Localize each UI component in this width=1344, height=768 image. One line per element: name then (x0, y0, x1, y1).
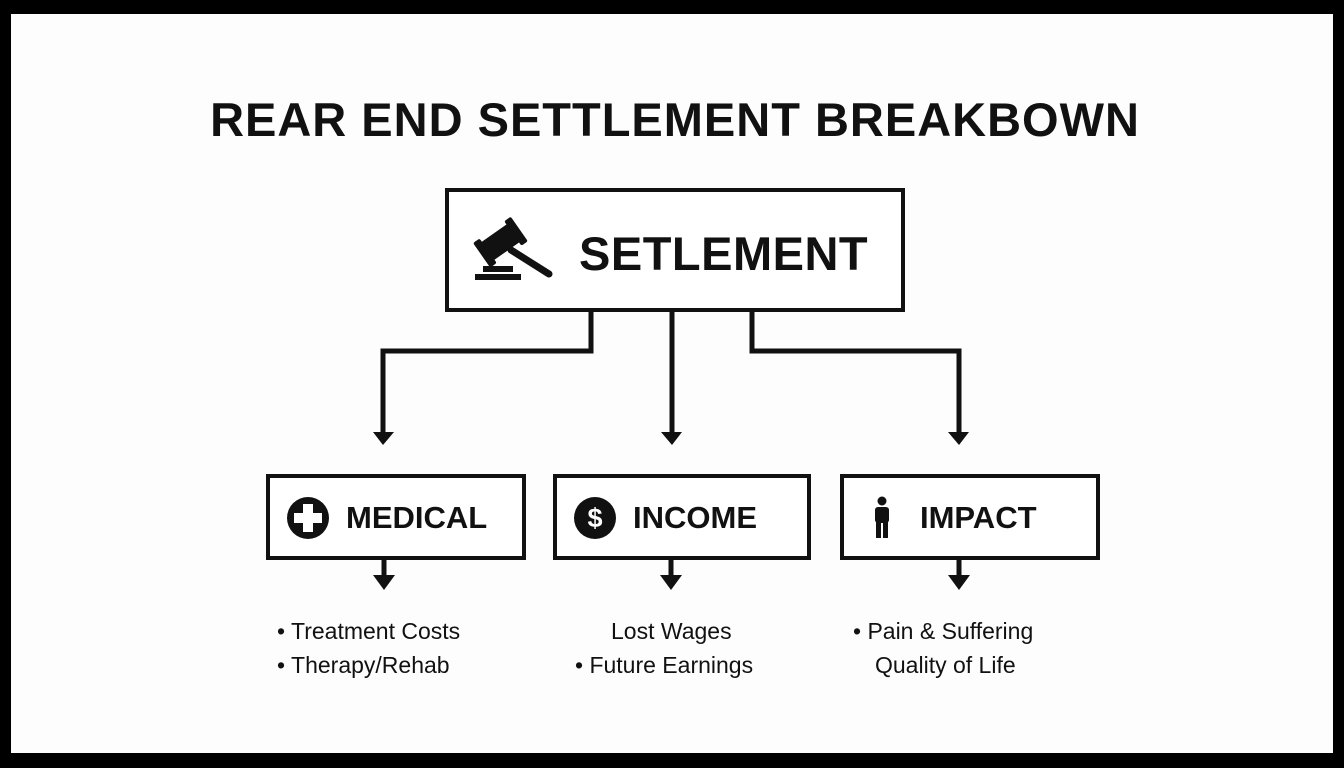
settlement-label: SETLEMENT (579, 227, 869, 280)
medical-node: MEDICAL (266, 474, 526, 560)
gavel-icon (471, 216, 561, 293)
list-item: • Future Earnings (575, 652, 754, 678)
arrowhead-income-items (660, 575, 682, 590)
list-item: • Treatment Costs (277, 618, 461, 644)
income-node: $ INCOME (553, 474, 811, 560)
arrowhead-medical-items (373, 575, 395, 590)
settlement-node: SETLEMENT (445, 188, 905, 312)
connector-lines (373, 298, 970, 590)
income-label: INCOME (633, 500, 757, 535)
diagram-title: REAR END SETTLEMENT BREAKBOWN (210, 93, 1140, 146)
list-item: Quality of Life (875, 652, 1016, 678)
dollar-icon: $ (573, 496, 617, 545)
list-item: Lost Wages (611, 618, 732, 644)
person-icon (860, 496, 904, 545)
arrowhead-impact-items (948, 575, 970, 590)
connector-root-impact (749, 298, 962, 434)
connector-root-medical (380, 298, 594, 434)
arrowhead-impact (948, 432, 969, 445)
medical-label: MEDICAL (346, 500, 488, 535)
arrowhead-income (661, 432, 682, 445)
svg-text:$: $ (587, 503, 602, 533)
impact-node: IMPACT (840, 474, 1100, 560)
diagram-canvas: REAR END SETTLEMENT BREAKBOWN (11, 14, 1333, 753)
impact-label: IMPACT (920, 500, 1037, 535)
medical-cross-icon (286, 496, 330, 545)
list-item: • Pain & Suffering (853, 618, 1034, 644)
arrowhead-medical (373, 432, 394, 445)
list-item: • Therapy/Rehab (277, 652, 450, 678)
